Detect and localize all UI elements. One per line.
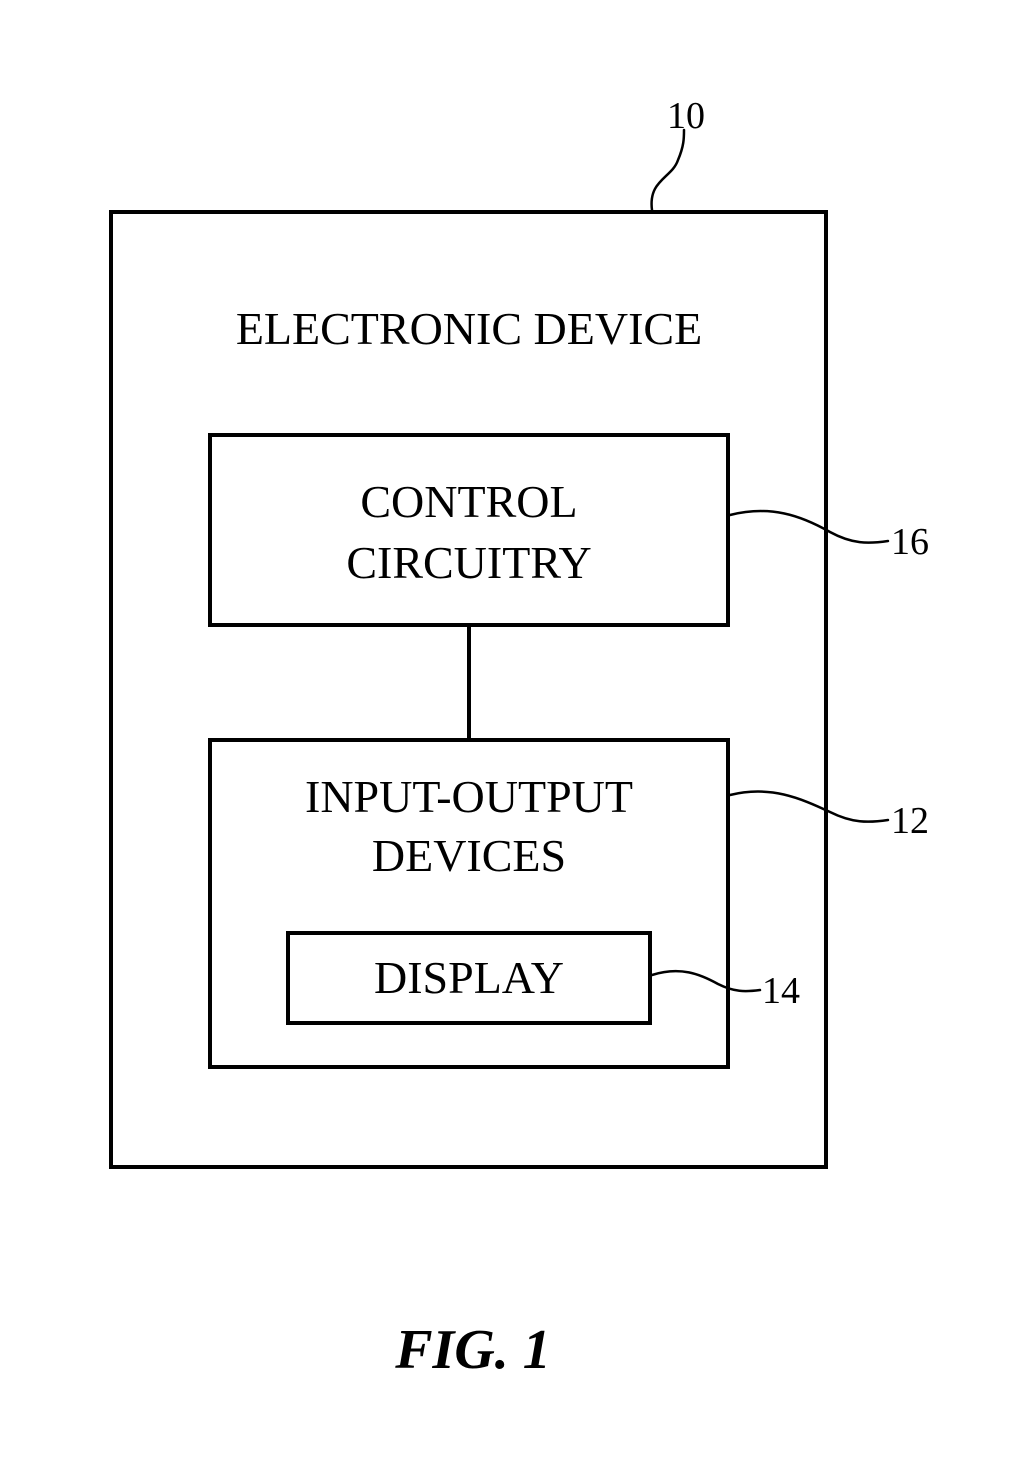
control-circuitry-box: [210, 435, 728, 625]
ref-14-label: 14: [762, 970, 800, 1012]
ref-14-leader: [652, 971, 760, 991]
ref-16-leader: [730, 511, 888, 543]
ref-12-label: 12: [891, 800, 929, 842]
control-circuitry-label-line2: CIRCUITRY: [346, 537, 591, 588]
input-output-devices-label-line1: INPUT-OUTPUT: [305, 771, 633, 822]
ref-12-leader: [730, 791, 888, 821]
ref-16-label: 16: [891, 521, 929, 563]
display-block: DISPLAY 14: [288, 933, 800, 1023]
input-output-devices-label-line2: DEVICES: [372, 830, 566, 881]
control-circuitry-label-line1: CONTROL: [360, 476, 577, 527]
input-output-devices-block: INPUT-OUTPUT DEVICES 12: [210, 740, 929, 1067]
ref-10-leader: [652, 130, 684, 210]
ref-10-label: 10: [667, 95, 705, 137]
electronic-device-label: ELECTRONIC DEVICE: [236, 303, 702, 354]
display-label: DISPLAY: [374, 952, 564, 1003]
control-circuitry-block: CONTROL CIRCUITRY 16: [210, 435, 929, 625]
figure-caption: FIG. 1: [394, 1319, 551, 1381]
